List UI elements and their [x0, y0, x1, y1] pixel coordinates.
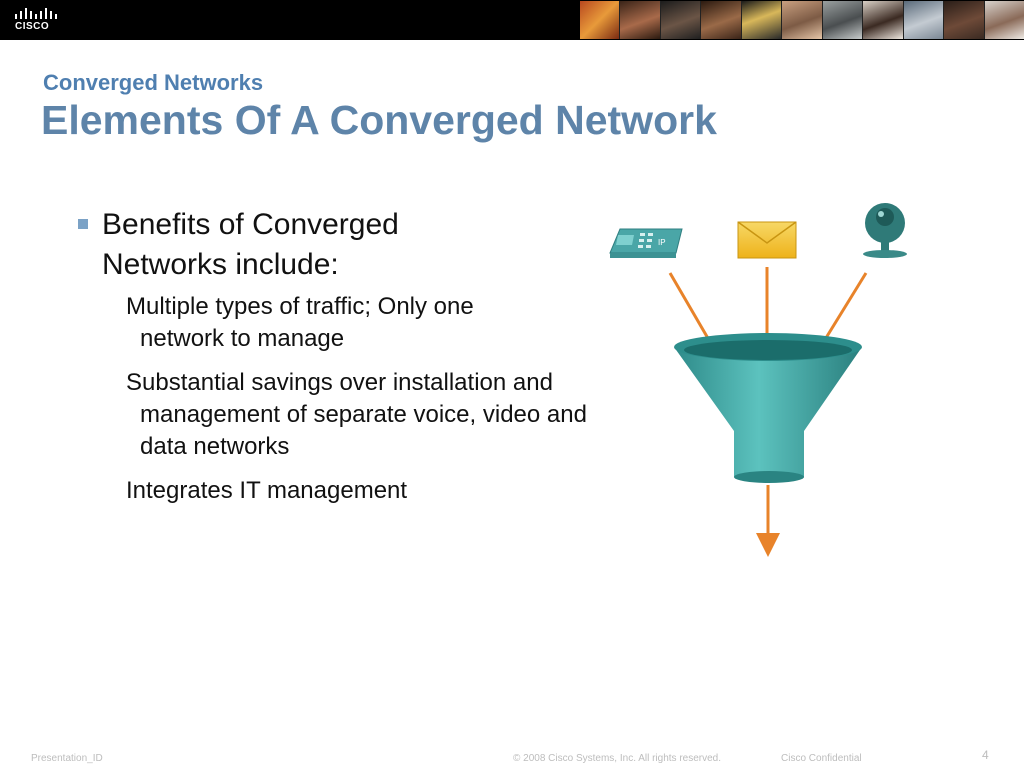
envelope-icon [737, 221, 797, 259]
header-photo [863, 1, 904, 39]
ip-phone-icon: IP [609, 228, 683, 258]
header-photo [944, 1, 985, 39]
funnel-icon [674, 333, 862, 483]
header-photo [984, 1, 1024, 39]
slide-subtitle: Converged Networks [43, 70, 264, 95]
slide-title: Elements Of A Converged Network [41, 97, 717, 143]
bullet-list: Benefits of Converged Networks include: … [78, 205, 587, 519]
bullet-item: Benefits of Converged Networks include: [78, 205, 578, 285]
header-photo [822, 1, 864, 39]
page-number: 4 [982, 748, 989, 762]
sub-bullet-item: Multiple types of traffic; Only one netw… [126, 293, 474, 352]
header-photo [580, 1, 621, 39]
cisco-bars-icon [15, 8, 57, 19]
header-photo [782, 1, 823, 39]
webcam-icon [863, 203, 907, 258]
header-photo [620, 1, 661, 39]
header-photo-strip [580, 1, 1024, 39]
header-photo [741, 1, 783, 39]
convergence-diagram: IP [600, 195, 920, 565]
square-bullet-icon [78, 219, 88, 229]
header-bar: CISCO [0, 0, 1024, 40]
phone-ip-label: IP [658, 238, 666, 247]
sub-bullet-item: Integrates IT management [126, 477, 408, 504]
footer-confidential: Cisco Confidential [781, 753, 862, 764]
header-photo [903, 1, 945, 39]
cisco-logo: CISCO [12, 6, 62, 34]
header-photo [701, 1, 742, 39]
footer-copyright: © 2008 Cisco Systems, Inc. All rights re… [513, 753, 722, 764]
cisco-wordmark: CISCO [15, 21, 50, 32]
sub-bullet-item: Substantial savings over installation an… [126, 369, 587, 460]
bullet-text: Benefits of Converged Networks include: [102, 208, 399, 281]
header-photo [660, 1, 702, 39]
sub-bullet-list: Multiple types of traffic; Only one netw… [78, 291, 587, 507]
footer-presentation-id: Presentation_ID [31, 753, 103, 764]
